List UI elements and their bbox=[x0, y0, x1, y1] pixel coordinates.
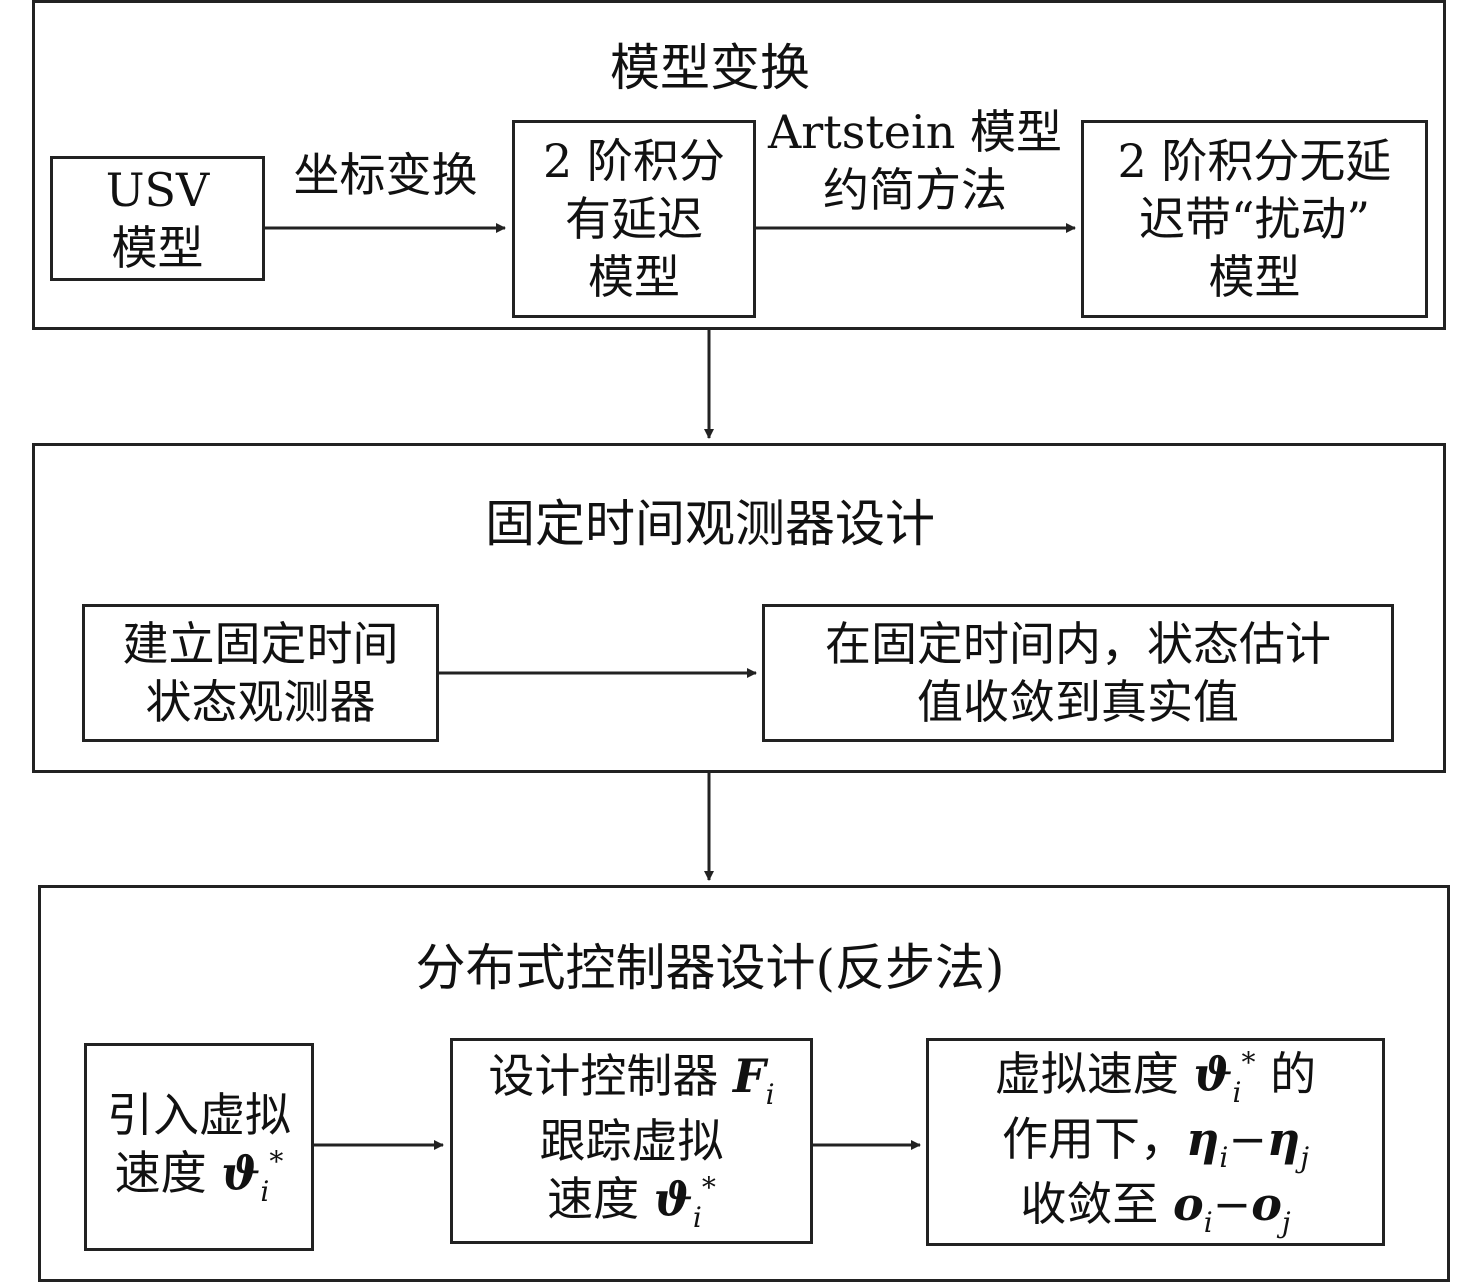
box-nodelay-model: 2 阶积分无延 迟带“扰动” 模型 bbox=[1081, 120, 1428, 318]
box-converge: 在固定时间内，状态估计 值收敛到真实值 bbox=[762, 604, 1394, 742]
box-delay-line1: 2 阶积分 bbox=[543, 134, 725, 188]
box-converge-line2: 值收敛到真实值 bbox=[917, 675, 1239, 729]
superscript-star: * bbox=[701, 1171, 716, 1204]
box-converge-line1: 在固定时间内，状态估计 bbox=[825, 617, 1331, 671]
box-usv-line1: USV bbox=[105, 162, 210, 217]
box-intro-line2: 速度 ϑi* bbox=[115, 1144, 284, 1209]
theta-symbol: ϑ bbox=[653, 1172, 693, 1226]
edge-artstein-line1: Artstein 模型 bbox=[768, 105, 1062, 159]
minus-sign: − bbox=[1228, 1111, 1267, 1166]
edge-artstein-line2: 约简方法 bbox=[823, 163, 1007, 217]
box-intro-line1: 引入虚拟 bbox=[107, 1087, 291, 1142]
o-symbol: o bbox=[1251, 1176, 1282, 1231]
box-design-line3: 速度 ϑi* bbox=[547, 1170, 716, 1235]
box-design-line2: 跟踪虚拟 bbox=[539, 1114, 724, 1168]
box-usv-model: USV 模型 bbox=[50, 156, 265, 281]
box-build-line2: 状态观测器 bbox=[145, 675, 376, 729]
box-usv-line2: 模型 bbox=[111, 220, 204, 275]
box-result-line1-suffix: 的 bbox=[1255, 1046, 1317, 1101]
box-build-observer: 建立固定时间 状态观测器 bbox=[82, 604, 439, 742]
box-result-line2: 作用下，ηi−ηj bbox=[1002, 1110, 1309, 1175]
box-nodelay-line2: 迟带“扰动” bbox=[1138, 192, 1371, 246]
superscript-star: * bbox=[269, 1144, 284, 1178]
box-result-converge: 虚拟速度 ϑi* 的 作用下，ηi−ηj 收敛至 oi−oj bbox=[926, 1038, 1385, 1246]
subscript-i: i bbox=[260, 1174, 270, 1208]
box-nodelay-line3: 模型 bbox=[1208, 250, 1301, 304]
minus-sign: − bbox=[1212, 1176, 1252, 1231]
eta-symbol: η bbox=[1185, 1111, 1220, 1166]
subscript-i: i bbox=[1232, 1075, 1242, 1109]
box-intro-line2-text: 速度 bbox=[114, 1145, 222, 1200]
section2-title: 固定时间观测器设计 bbox=[485, 495, 935, 553]
box-nodelay-line1: 2 阶积分无延 bbox=[1117, 134, 1392, 188]
edge-label-artstein: Artstein 模型 约简方法 bbox=[760, 103, 1070, 219]
box-result-line3: 收敛至 oi−oj bbox=[1020, 1175, 1290, 1240]
subscript-i: i bbox=[765, 1078, 775, 1111]
F-symbol: F bbox=[732, 1049, 766, 1103]
box-result-line2-text: 作用下， bbox=[1001, 1111, 1186, 1166]
box-design-line1-text: 设计控制器 bbox=[488, 1049, 733, 1103]
section1-title: 模型变换 bbox=[610, 39, 810, 97]
theta-symbol: ϑ bbox=[221, 1145, 261, 1200]
subscript-j: j bbox=[1281, 1205, 1291, 1239]
section3-title: 分布式控制器设计(反步法) bbox=[415, 939, 1005, 997]
box-design-line3-text: 速度 bbox=[547, 1172, 654, 1226]
edge-label-coordinate-transform: 坐标变换 bbox=[293, 148, 478, 202]
subscript-i: i bbox=[692, 1201, 702, 1234]
superscript-star: * bbox=[1241, 1045, 1256, 1079]
box-result-line1-text: 虚拟速度 bbox=[994, 1046, 1194, 1101]
subscript-j: j bbox=[1300, 1140, 1310, 1174]
box-design-controller: 设计控制器 Fi 跟踪虚拟 速度 ϑi* bbox=[450, 1038, 813, 1244]
box-delay-line3: 模型 bbox=[588, 250, 680, 304]
box-delay-line2: 有延迟 bbox=[565, 192, 703, 246]
box-delay-model: 2 阶积分 有延迟 模型 bbox=[512, 120, 756, 318]
box-design-line1: 设计控制器 Fi bbox=[488, 1047, 774, 1112]
o-symbol: o bbox=[1173, 1176, 1204, 1231]
box-build-line1: 建立固定时间 bbox=[122, 617, 399, 671]
box-result-line1: 虚拟速度 ϑi* 的 bbox=[995, 1045, 1316, 1110]
theta-symbol: ϑ bbox=[1193, 1046, 1233, 1101]
box-result-line3-text: 收敛至 bbox=[1020, 1176, 1174, 1231]
eta-symbol: η bbox=[1266, 1111, 1301, 1166]
box-intro-virtual-velocity: 引入虚拟 速度 ϑi* bbox=[84, 1043, 314, 1251]
subscript-i: i bbox=[1203, 1205, 1213, 1239]
subscript-i: i bbox=[1219, 1140, 1229, 1174]
